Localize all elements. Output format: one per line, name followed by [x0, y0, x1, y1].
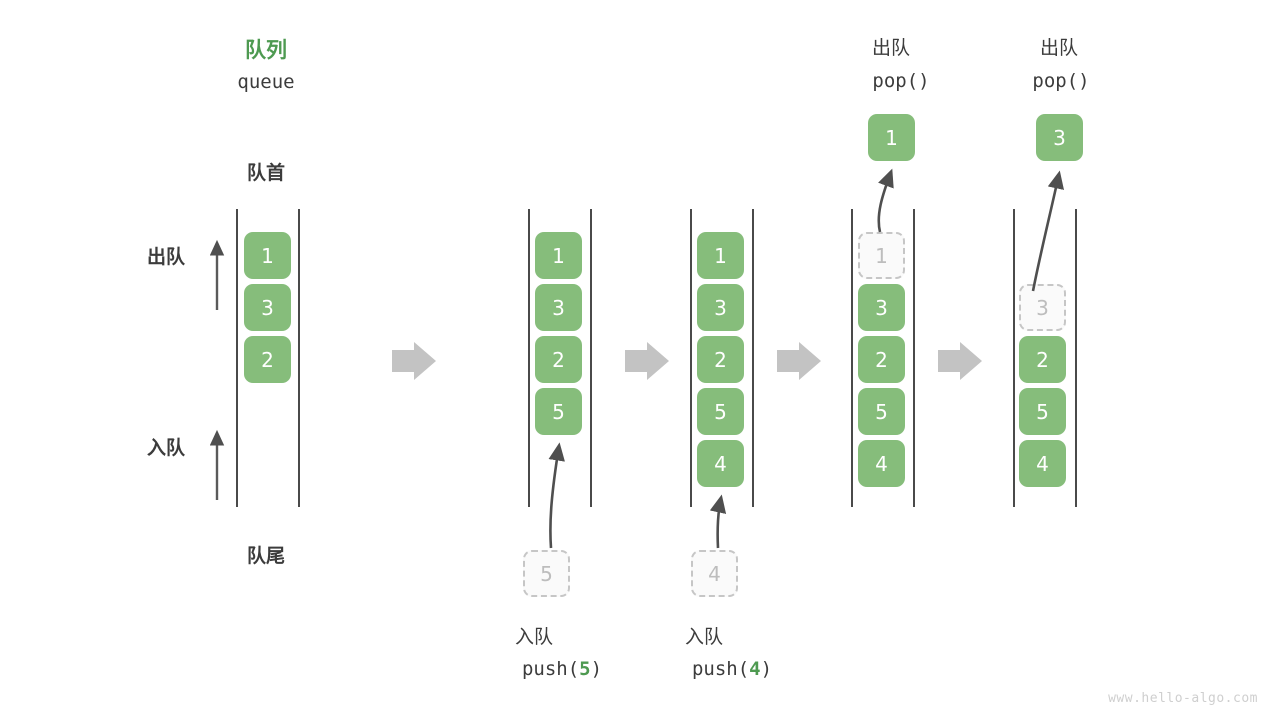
enqueue-direction-label: 入队 — [147, 437, 186, 459]
queue-cell: 3 — [858, 284, 905, 331]
queue-rail-right-5 — [1075, 209, 1077, 507]
push-caption-cn: 入队 — [514, 626, 554, 648]
queue-cell: 2 — [858, 336, 905, 383]
push-arrow-4-icon — [709, 494, 727, 549]
queue-rail-right-1 — [298, 209, 300, 507]
push-code-suffix: ) — [760, 658, 773, 680]
push-caption-cn: 入队 — [684, 626, 724, 648]
queue-rail-right-2 — [590, 209, 592, 507]
push-arrow-5-icon — [548, 442, 565, 549]
dequeue-direction-label: 出队 — [147, 246, 186, 268]
diagram-title-en: queue — [237, 71, 295, 93]
queue-rail-left-5 — [1013, 209, 1015, 507]
queue-cell: 1 — [244, 232, 291, 279]
stage-arrow-icon-3 — [777, 342, 821, 380]
queue-cell: 5 — [535, 388, 582, 435]
push-code-prefix: push( — [691, 658, 750, 680]
watermark: www.hello-algo.com — [1108, 691, 1258, 706]
queue-rail-right-4 — [913, 209, 915, 507]
queue-cell: 2 — [1019, 336, 1066, 383]
push-source-box: 4 — [691, 550, 738, 597]
queue-cell: 3 — [697, 284, 744, 331]
queue-cell: 5 — [697, 388, 744, 435]
queue-cell: 5 — [1019, 388, 1066, 435]
rear-of-queue-label: 队尾 — [246, 545, 286, 567]
queue-cell: 3 — [535, 284, 582, 331]
front-of-queue-label: 队首 — [246, 162, 286, 184]
push-code-suffix: ) — [590, 658, 603, 680]
stage-arrow-icon-2 — [625, 342, 669, 380]
stage-arrow-icon-1 — [392, 342, 436, 380]
queue-cell-ghost: 3 — [1019, 284, 1066, 331]
queue-cell: 4 — [1019, 440, 1066, 487]
push-caption-code: push(5) — [522, 658, 602, 680]
queue-rail-left-4 — [851, 209, 853, 507]
push-source-box: 5 — [523, 550, 570, 597]
pop-result-box: 3 — [1036, 114, 1083, 161]
queue-rail-left-1 — [236, 209, 238, 507]
pop-arrow-1-icon — [877, 168, 894, 233]
queue-cell: 1 — [697, 232, 744, 279]
queue-cell: 3 — [244, 284, 291, 331]
queue-cell: 4 — [858, 440, 905, 487]
queue-rail-right-3 — [752, 209, 754, 507]
push-code-prefix: push( — [521, 658, 580, 680]
pop-caption-cn: 出队 — [871, 37, 911, 59]
queue-cell-ghost: 1 — [858, 232, 905, 279]
queue-cell: 2 — [535, 336, 582, 383]
push-caption-code: push(4) — [692, 658, 772, 680]
pop-arrow-3-icon — [1031, 170, 1065, 292]
queue-cell: 5 — [858, 388, 905, 435]
pop-caption-code: pop() — [872, 70, 930, 92]
stage-arrow-icon-4 — [938, 342, 982, 380]
queue-cell: 2 — [697, 336, 744, 383]
push-code-arg: 5 — [579, 658, 591, 680]
queue-cell: 4 — [697, 440, 744, 487]
push-code-arg: 4 — [749, 658, 761, 680]
pop-result-box: 1 — [868, 114, 915, 161]
diagram-title-cn: 队列 — [245, 38, 287, 62]
queue-cell: 1 — [535, 232, 582, 279]
queue-cell: 2 — [244, 336, 291, 383]
queue-rail-left-2 — [528, 209, 530, 507]
queue-rail-left-3 — [690, 209, 692, 507]
pop-caption-cn: 出队 — [1039, 37, 1079, 59]
pop-caption-code: pop() — [1032, 70, 1090, 92]
